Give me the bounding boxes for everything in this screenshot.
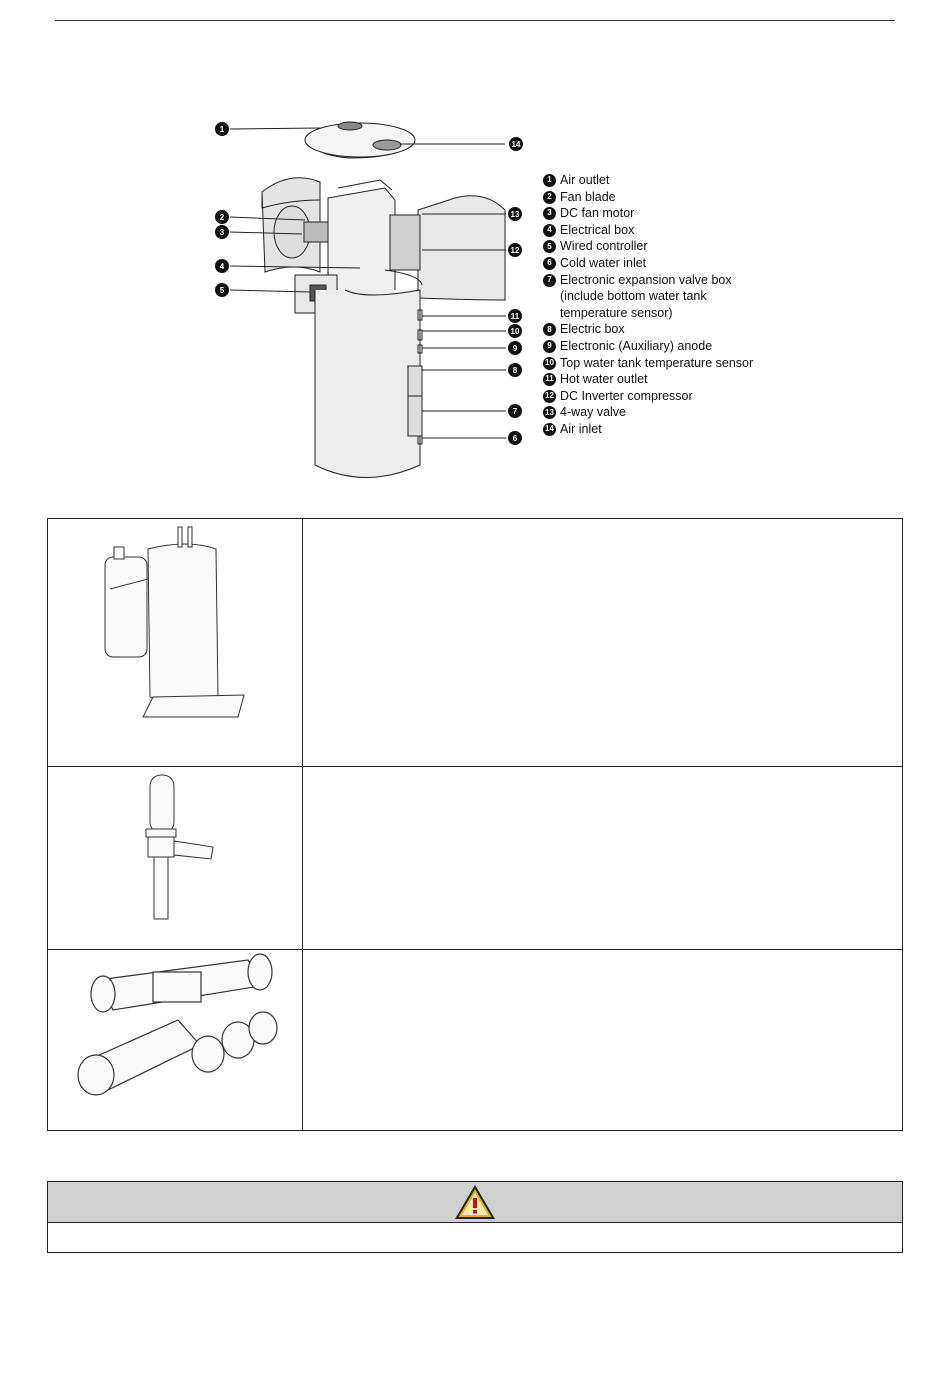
legend-item: 9 Electronic (Auxiliary) anode (543, 338, 753, 355)
callout-5: 5 (220, 286, 225, 295)
legend-label: Electronic expansion valve box (560, 272, 732, 287)
legend-label: Top water tank temperature sensor (560, 355, 754, 370)
warning-triangle-icon (455, 1185, 495, 1219)
legend-label-continuation: (include bottom water tank (560, 289, 707, 304)
legend-item: 14 Air inlet (543, 421, 753, 438)
legend-item: 8 Electric box (543, 321, 753, 338)
legend-number: 11 (543, 373, 556, 387)
callout-14: 14 (512, 140, 521, 149)
callout-13: 13 (511, 210, 520, 219)
legend-number: 13 (543, 406, 556, 420)
legend-label: Electrical box (560, 222, 635, 237)
table-row (47, 518, 903, 767)
callout-8: 8 (513, 366, 518, 375)
exploded-unit-diagram: 1 14 2 3 4 5 13 12 11 10 9 8 7 6 (215, 121, 523, 478)
legend-label: Electric box (560, 322, 625, 337)
callout-4: 4 (220, 262, 225, 271)
legend-number: 2 (543, 190, 556, 204)
legend-label: Air inlet (560, 421, 602, 436)
compressor-description-cell (302, 518, 903, 767)
warning-box (47, 1181, 903, 1253)
legend-label: DC fan motor (560, 206, 635, 221)
header-rule (55, 20, 895, 21)
legend-item: 2 Fan blade (543, 189, 753, 206)
callout-2: 2 (220, 213, 225, 222)
warning-body (48, 1223, 902, 1253)
legend-number: 10 (543, 356, 556, 370)
legend-item: 5 Wired controller (543, 238, 753, 255)
legend-label: 4-way valve (560, 405, 626, 420)
warning-header (48, 1182, 902, 1223)
legend-item: 3 DC fan motor (543, 205, 753, 222)
callout-11: 11 (511, 312, 520, 321)
expansion-valve-image (145, 774, 214, 920)
legend-label: Wired controller (560, 239, 648, 254)
expansion-valve-description-cell (302, 766, 903, 950)
legend-number: 9 (543, 339, 556, 353)
legend-item: 1 Air outlet (543, 172, 753, 189)
legend-label: Fan blade (560, 189, 616, 204)
compressor-image (104, 526, 245, 718)
legend-number: 4 (543, 223, 556, 237)
legend-number: 7 (543, 273, 556, 287)
legend-number: 12 (543, 389, 556, 403)
legend-number: 6 (543, 256, 556, 270)
legend-item: 12 DC Inverter compressor (543, 388, 753, 405)
callout-12: 12 (511, 246, 520, 255)
table-row (47, 766, 903, 950)
legend-label: Electronic (Auxiliary) anode (560, 338, 713, 353)
legend-item: 4 Electrical box (543, 222, 753, 239)
legend-label: Cold water inlet (560, 255, 647, 270)
legend-label: Hot water outlet (560, 372, 648, 387)
compressor-image-cell (47, 518, 303, 767)
legend-item: 6 Cold water inlet (543, 255, 753, 272)
callout-3: 3 (220, 228, 225, 237)
component-table (47, 518, 903, 1131)
callout-6: 6 (513, 434, 518, 443)
four-way-valve-image (77, 953, 278, 1096)
legend-item: 7 Electronic expansion valve box (543, 272, 753, 289)
expansion-valve-image-cell (47, 766, 303, 950)
legend-item: 13 4-way valve (543, 404, 753, 421)
callout-10: 10 (511, 327, 520, 336)
legend-item: 10 Top water tank temperature sensor (543, 355, 753, 372)
legend-label: DC Inverter compressor (560, 388, 693, 403)
legend-number: 5 (543, 240, 556, 254)
callout-9: 9 (513, 344, 518, 353)
four-way-valve-image-cell (47, 949, 303, 1131)
legend-number: 3 (543, 207, 556, 221)
legend-label-continuation: temperature sensor) (560, 305, 673, 320)
callout-1: 1 (220, 125, 225, 134)
legend-number: 8 (543, 323, 556, 337)
table-row (47, 949, 903, 1131)
legend-label: Air outlet (560, 173, 610, 187)
legend-number: 1 (543, 174, 556, 187)
callout-7: 7 (513, 407, 518, 416)
four-way-valve-description-cell (302, 949, 903, 1131)
legend-item: 11 Hot water outlet (543, 371, 753, 388)
legend-number: 14 (543, 422, 556, 436)
